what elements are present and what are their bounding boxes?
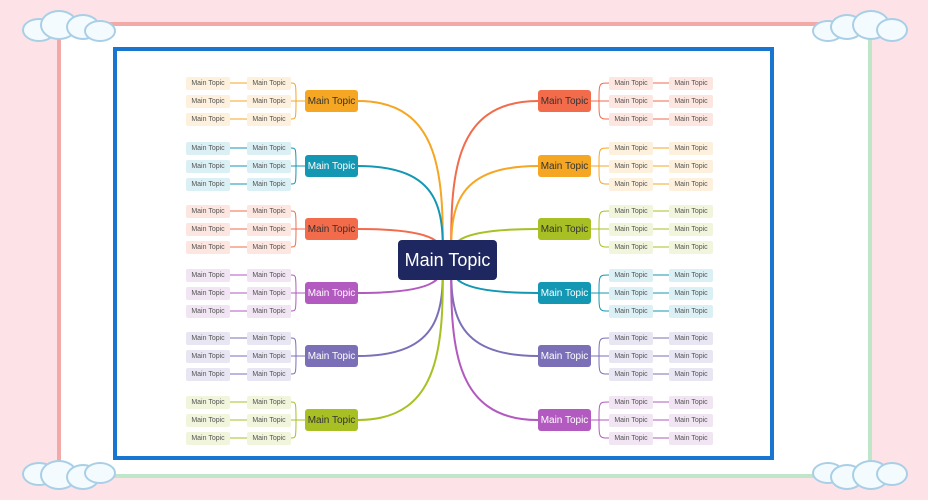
subtopic[interactable]: Main Topic [247,349,291,363]
subtopic[interactable]: Main Topic [609,413,653,427]
subtopic[interactable]: Main Topic [186,94,230,108]
cloud-top-right-icon [812,10,908,42]
subtopic[interactable]: Main Topic [247,112,291,126]
branch-topic-right-6[interactable]: Main Topic [538,409,591,431]
branch-topic-right-3[interactable]: Main Topic [538,218,591,240]
subtopic[interactable]: Main Topic [186,76,230,90]
subtopic[interactable]: Main Topic [609,431,653,445]
subtopic[interactable]: Main Topic [669,112,713,126]
subtopic[interactable]: Main Topic [247,141,291,155]
subtopic[interactable]: Main Topic [247,159,291,173]
subtopic[interactable]: Main Topic [669,240,713,254]
subtopic[interactable]: Main Topic [247,367,291,381]
subtopic[interactable]: Main Topic [186,268,230,282]
subtopic[interactable]: Main Topic [669,349,713,363]
subtopic[interactable]: Main Topic [186,286,230,300]
scroll-edge-right [868,26,872,474]
subtopic[interactable]: Main Topic [669,94,713,108]
subtopic[interactable]: Main Topic [669,286,713,300]
subtopic[interactable]: Main Topic [186,112,230,126]
subtopic[interactable]: Main Topic [669,76,713,90]
subtopic[interactable]: Main Topic [247,76,291,90]
subtopic[interactable]: Main Topic [669,431,713,445]
subtopic[interactable]: Main Topic [186,395,230,409]
central-topic-label: Main Topic [404,249,491,270]
branch-topic-left-6[interactable]: Main Topic [305,409,358,431]
subtopic[interactable]: Main Topic [186,304,230,318]
subtopic[interactable]: Main Topic [247,395,291,409]
subtopic[interactable]: Main Topic [609,222,653,236]
subtopic[interactable]: Main Topic [669,304,713,318]
subtopic[interactable]: Main Topic [186,367,230,381]
subtopic[interactable]: Main Topic [609,286,653,300]
subtopic[interactable]: Main Topic [186,431,230,445]
subtopic[interactable]: Main Topic [247,431,291,445]
subtopic[interactable]: Main Topic [609,268,653,282]
subtopic[interactable]: Main Topic [247,222,291,236]
branch-topic-left-4[interactable]: Main Topic [305,282,358,304]
branch-topic-right-2[interactable]: Main Topic [538,155,591,177]
subtopic[interactable]: Main Topic [186,159,230,173]
subtopic[interactable]: Main Topic [669,177,713,191]
subtopic[interactable]: Main Topic [609,112,653,126]
subtopic[interactable]: Main Topic [609,367,653,381]
subtopic[interactable]: Main Topic [186,204,230,218]
subtopic[interactable]: Main Topic [609,349,653,363]
subtopic[interactable]: Main Topic [186,413,230,427]
subtopic[interactable]: Main Topic [609,177,653,191]
branch-topic-left-1[interactable]: Main Topic [305,90,358,112]
cloud-top-left-icon [22,10,117,42]
cloud-bottom-left-icon [22,458,117,490]
subtopic[interactable]: Main Topic [247,331,291,345]
subtopic[interactable]: Main Topic [186,331,230,345]
subtopic[interactable]: Main Topic [609,76,653,90]
subtopic[interactable]: Main Topic [609,159,653,173]
subtopic[interactable]: Main Topic [609,331,653,345]
subtopic[interactable]: Main Topic [186,222,230,236]
branch-topic-right-1[interactable]: Main Topic [538,90,591,112]
subtopic[interactable]: Main Topic [609,304,653,318]
subtopic[interactable]: Main Topic [186,177,230,191]
subtopic[interactable]: Main Topic [247,94,291,108]
subtopic[interactable]: Main Topic [669,367,713,381]
subtopic[interactable]: Main Topic [609,141,653,155]
subtopic[interactable]: Main Topic [609,204,653,218]
scroll-edge-bottom [60,474,872,478]
branch-topic-left-2[interactable]: Main Topic [305,155,358,177]
subtopic[interactable]: Main Topic [669,268,713,282]
subtopic[interactable]: Main Topic [186,141,230,155]
subtopic[interactable]: Main Topic [247,240,291,254]
subtopic[interactable]: Main Topic [669,204,713,218]
subtopic[interactable]: Main Topic [669,222,713,236]
subtopic[interactable]: Main Topic [669,141,713,155]
branch-topic-right-5[interactable]: Main Topic [538,345,591,367]
subtopic[interactable]: Main Topic [247,204,291,218]
branch-topic-right-4[interactable]: Main Topic [538,282,591,304]
subtopic[interactable]: Main Topic [609,395,653,409]
subtopic[interactable]: Main Topic [247,177,291,191]
subtopic[interactable]: Main Topic [247,286,291,300]
cloud-bottom-right-icon [812,458,908,490]
scroll-edge-left [57,26,61,474]
scroll-edge-top [60,22,872,26]
subtopic[interactable]: Main Topic [669,395,713,409]
subtopic[interactable]: Main Topic [186,349,230,363]
subtopic[interactable]: Main Topic [609,94,653,108]
subtopic[interactable]: Main Topic [186,240,230,254]
subtopic[interactable]: Main Topic [609,240,653,254]
central-topic[interactable]: Main Topic [398,240,497,280]
branch-topic-left-3[interactable]: Main Topic [305,218,358,240]
subtopic[interactable]: Main Topic [669,413,713,427]
subtopic[interactable]: Main Topic [669,159,713,173]
subtopic[interactable]: Main Topic [247,413,291,427]
subtopic[interactable]: Main Topic [247,304,291,318]
subtopic[interactable]: Main Topic [247,268,291,282]
subtopic[interactable]: Main Topic [669,331,713,345]
branch-topic-left-5[interactable]: Main Topic [305,345,358,367]
